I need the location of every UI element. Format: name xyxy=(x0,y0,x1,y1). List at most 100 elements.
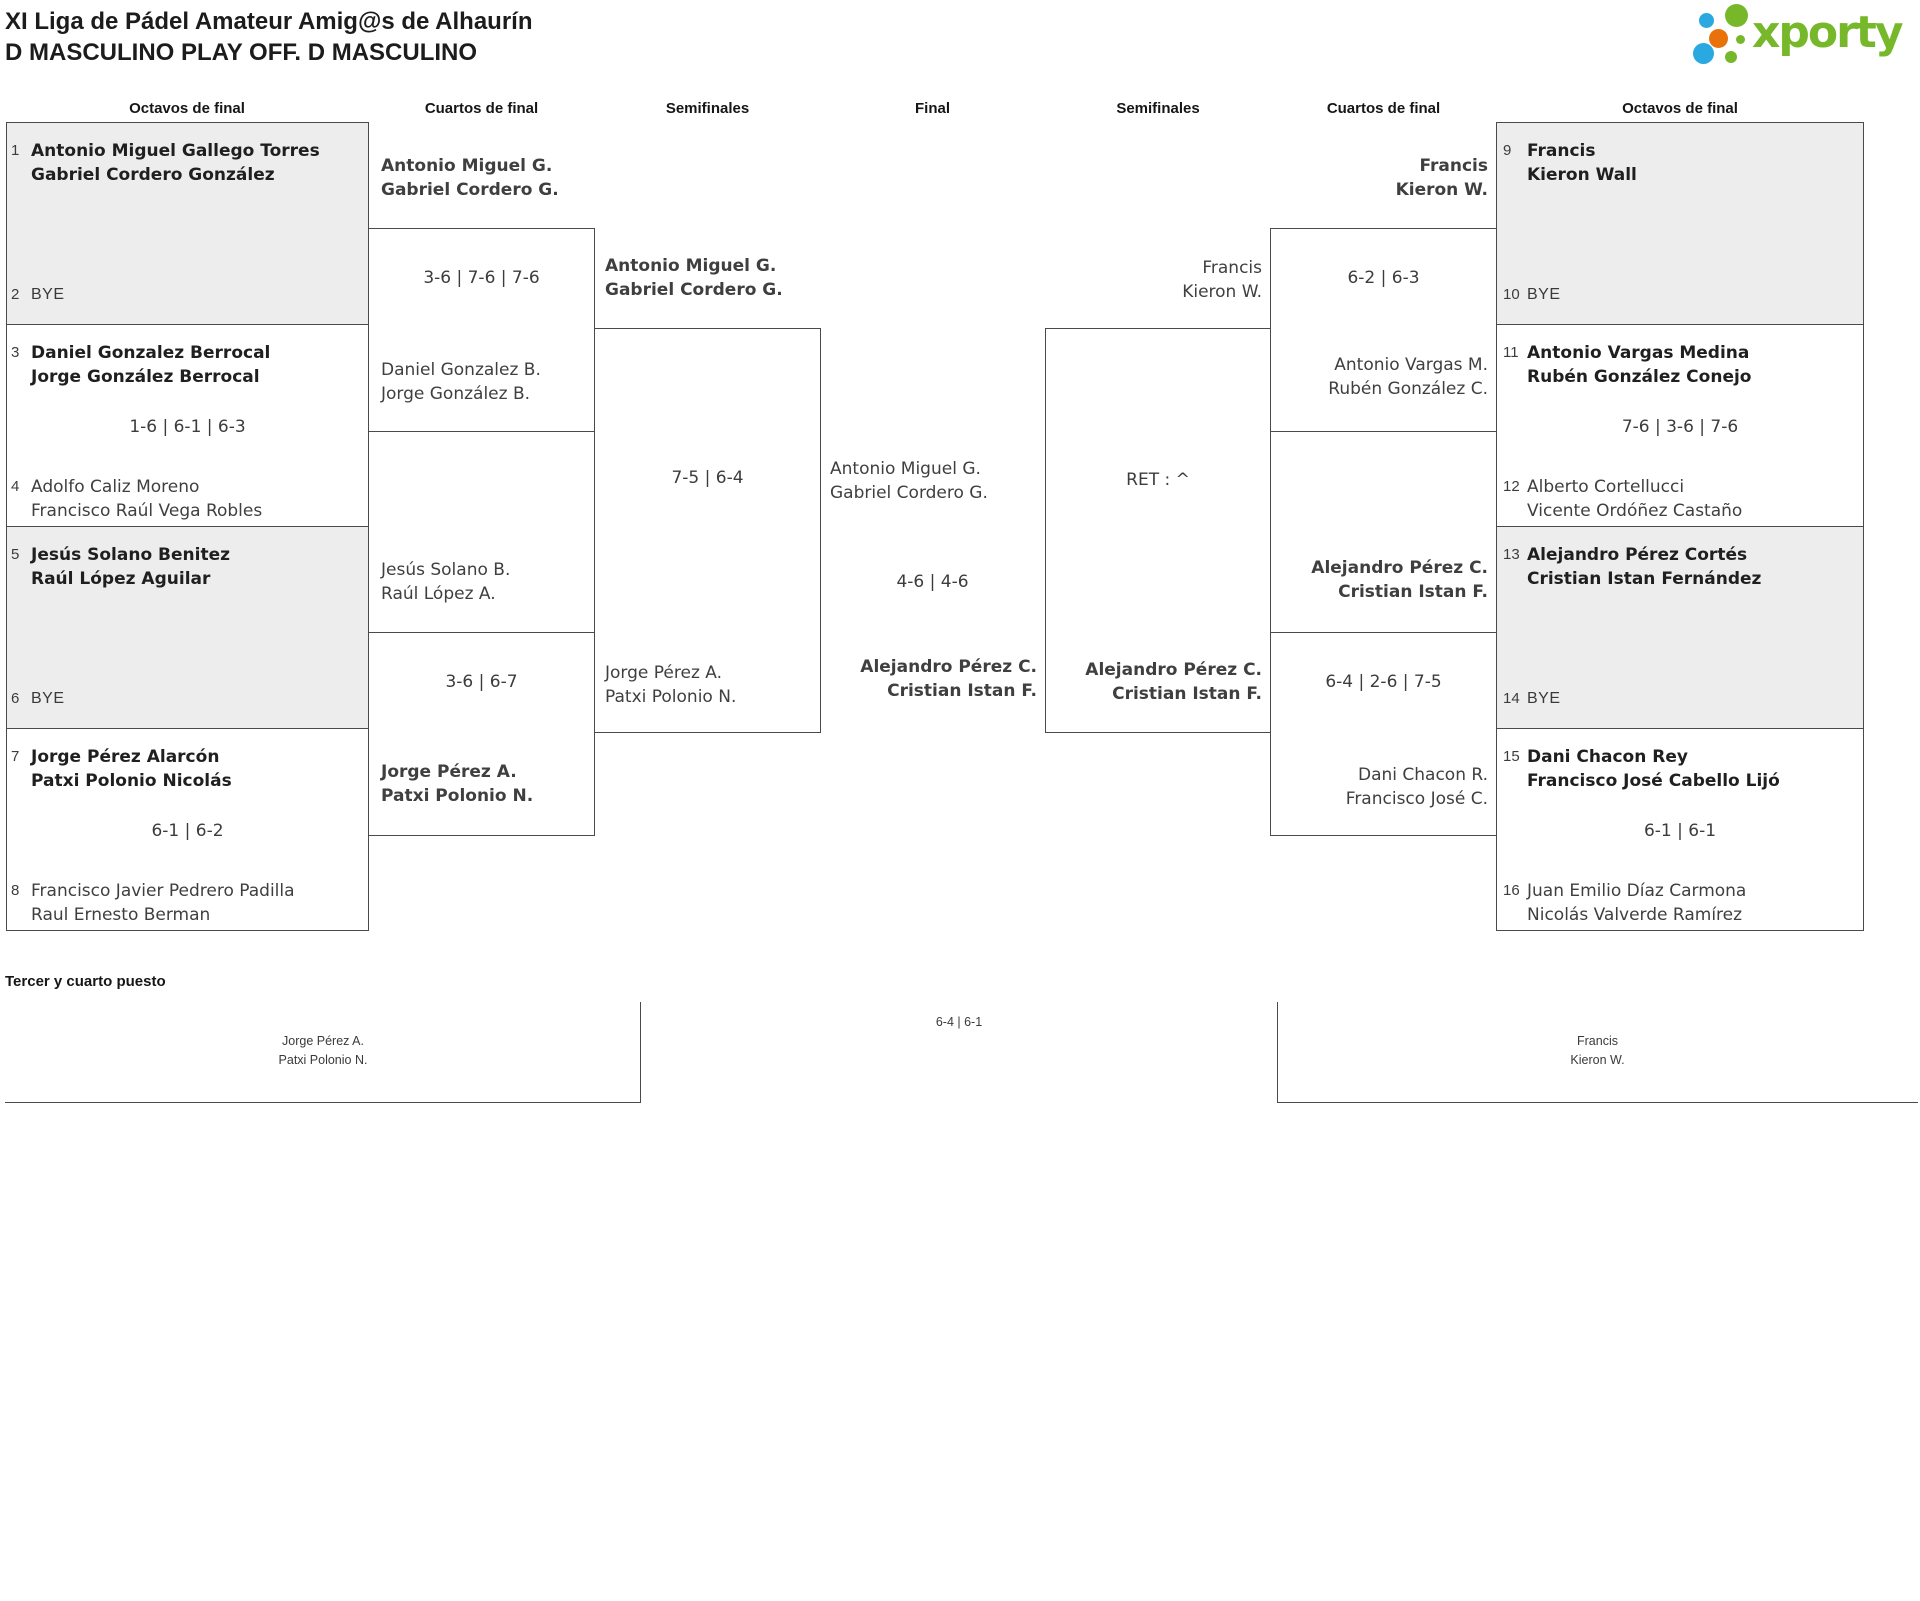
xporty-logo[interactable]: xporty xyxy=(1690,2,1920,74)
bracket-entry-seed4: 4 Adolfo Caliz Moreno Francisco Raúl Veg… xyxy=(11,475,262,523)
team-name: Antonio Vargas Medina Rubén González Con… xyxy=(1527,343,1752,387)
team-name: Jorge Pérez A. Patxi Polonio N. xyxy=(381,762,534,806)
match-score: 1-6 | 6-1 | 6-3 xyxy=(129,417,246,437)
team-name: Antonio Miguel G. Gabriel Cordero G. xyxy=(605,256,783,300)
logo-dot-orange-icon xyxy=(1709,29,1728,48)
logo-dot-green-large-icon xyxy=(1725,4,1748,27)
team-name: Alejandro Pérez C. Cristian Istan F. xyxy=(1085,660,1262,704)
team-name: Adolfo Caliz Moreno Francisco Raúl Vega … xyxy=(31,477,263,521)
match-box-octavos-l3: 5 Jesús Solano Benitez Raúl López Aguila… xyxy=(6,526,369,729)
seed-number: 6 xyxy=(11,690,20,707)
logo-dot-blue-large-icon xyxy=(1693,43,1714,64)
team-name: Jesús Solano B. Raúl López A. xyxy=(381,560,511,604)
seed-number: 7 xyxy=(11,748,20,765)
seed-number: 15 xyxy=(1503,748,1520,765)
team-name: BYE xyxy=(31,286,65,303)
team-name: Dani Chacon Rey Francisco José Cabello L… xyxy=(1527,747,1780,791)
round-header-semis-right: Semifinales xyxy=(1116,100,1200,117)
match-box-octavos-r3: 13 Alejandro Pérez Cortés Cristian Istan… xyxy=(1496,526,1864,729)
team-name: BYE xyxy=(1527,286,1561,303)
seed-number: 9 xyxy=(1503,142,1512,159)
team-name: Antonio Miguel G. Gabriel Cordero G. xyxy=(830,459,988,503)
team-name: Francis Kieron W. xyxy=(1570,1034,1625,1067)
team-name: Francisco Javier Pedrero Padilla Raul Er… xyxy=(31,881,295,925)
match-box-semifinal-left xyxy=(594,328,821,733)
team-name: BYE xyxy=(1527,690,1561,707)
bracket-entry-seed7: 7 Jorge Pérez Alarcón Patxi Polonio Nico… xyxy=(11,745,232,793)
team-name: Alejandro Pérez C. Cristian Istan F. xyxy=(1311,558,1488,602)
match-score: 6-4 | 6-1 xyxy=(935,1015,983,1029)
third-place-left-bracket-line xyxy=(5,1002,641,1103)
page-title: XI Liga de Pádel Amateur Amig@s de Alhau… xyxy=(5,6,533,68)
round-header-cuartos-right: Cuartos de final xyxy=(1326,100,1441,117)
round-header-final: Final xyxy=(914,100,950,117)
team-name: Juan Emilio Díaz Carmona Nicolás Valverd… xyxy=(1527,881,1747,925)
match-box-cuartos-l1 xyxy=(368,228,595,432)
team-name: Alberto Cortellucci Vicente Ordóñez Cast… xyxy=(1527,477,1743,521)
team-name: Alejandro Pérez Cortés Cristian Istan Fe… xyxy=(1527,545,1762,589)
match-box-cuartos-r2 xyxy=(1270,632,1497,836)
seed-number: 10 xyxy=(1503,286,1520,303)
match-box-octavos-l1: 1 Antonio Miguel Gallego Torres Gabriel … xyxy=(6,122,369,325)
bracket-entry-seed6: 6 BYE xyxy=(11,687,65,711)
team-name: Jorge Pérez A. Patxi Polonio N. xyxy=(605,663,737,707)
match-score: 6-2 | 6-3 xyxy=(1347,268,1420,288)
bracket-entry-seed3: 3 Daniel Gonzalez Berrocal Jorge Gonzále… xyxy=(11,341,270,389)
logo-dot-green-tiny-icon xyxy=(1736,35,1745,44)
bracket-entry-seed5: 5 Jesús Solano Benitez Raúl López Aguila… xyxy=(11,543,230,591)
seed-number: 12 xyxy=(1503,478,1520,495)
round-header-octavos-left: Octavos de final xyxy=(129,100,245,117)
team-name: Dani Chacon R. Francisco José C. xyxy=(1345,765,1488,809)
team-name: Alejandro Pérez C. Cristian Istan F. xyxy=(860,657,1037,701)
match-box-semifinal-right xyxy=(1045,328,1271,733)
team-name: Daniel Gonzalez Berrocal Jorge González … xyxy=(31,343,271,387)
bracket-entry-seed14: 14 BYE xyxy=(1503,687,1561,711)
team-name: Jorge Pérez A. Patxi Polonio N. xyxy=(278,1034,368,1067)
bracket-entry-seed10: 10 BYE xyxy=(1503,283,1561,307)
bracket-entry-seed11: 11 Antonio Vargas Medina Rubén González … xyxy=(1503,341,1751,389)
bracket-entry-seed2: 2 BYE xyxy=(11,283,65,307)
logo-dot-blue-small-icon xyxy=(1699,13,1714,28)
match-score-final: 4-6 | 4-6 xyxy=(896,572,969,592)
logo-wordmark: xporty xyxy=(1752,7,1904,58)
bracket-entry-seed9: 9 Francis Kieron Wall xyxy=(1503,139,1637,187)
round-header-cuartos-left: Cuartos de final xyxy=(424,100,539,117)
team-name: Antonio Miguel Gallego Torres Gabriel Co… xyxy=(31,141,320,185)
seed-number: 2 xyxy=(11,286,20,303)
page-title-line2: D MASCULINO PLAY OFF. D MASCULINO xyxy=(5,39,478,66)
seed-number: 1 xyxy=(11,142,20,159)
team-name: Jorge Pérez Alarcón Patxi Polonio Nicolá… xyxy=(31,747,232,791)
seed-number: 8 xyxy=(11,882,20,899)
seed-number: 13 xyxy=(1503,546,1520,563)
match-box-octavos-r1: 9 Francis Kieron Wall 10 BYE xyxy=(1496,122,1864,325)
match-score: 3-6 | 7-6 | 7-6 xyxy=(423,268,540,288)
match-box-octavos-l4: 7 Jorge Pérez Alarcón Patxi Polonio Nico… xyxy=(6,728,369,931)
match-score: 6-4 | 2-6 | 7-5 xyxy=(1325,672,1442,692)
bracket-entry-seed13: 13 Alejandro Pérez Cortés Cristian Istan… xyxy=(1503,543,1761,591)
seed-number: 16 xyxy=(1503,882,1520,899)
team-name: Francis Kieron W. xyxy=(1395,156,1488,200)
seed-number: 5 xyxy=(11,546,20,563)
match-score: RET : ^ xyxy=(1126,470,1190,490)
bracket-entry-seed8: 8 Francisco Javier Pedrero Padilla Raul … xyxy=(11,879,295,927)
match-score: 6-1 | 6-2 xyxy=(151,821,224,841)
bracket-entry-seed15: 15 Dani Chacon Rey Francisco José Cabell… xyxy=(1503,745,1780,793)
logo-dot-green-small-icon xyxy=(1725,51,1737,63)
team-name: Jesús Solano Benitez Raúl López Aguilar xyxy=(31,545,231,589)
seed-number: 14 xyxy=(1503,690,1520,707)
seed-number: 3 xyxy=(11,344,20,361)
team-name: Francis Kieron W. xyxy=(1182,258,1262,302)
third-place-right-bracket-line xyxy=(1277,1002,1918,1103)
match-box-cuartos-l2 xyxy=(368,632,595,836)
team-name: Antonio Miguel G. Gabriel Cordero G. xyxy=(381,156,559,200)
team-name: BYE xyxy=(31,690,65,707)
seed-number: 4 xyxy=(11,478,20,495)
third-place-title: Tercer y cuarto puesto xyxy=(5,973,166,990)
match-score: 7-5 | 6-4 xyxy=(671,468,744,488)
team-name: Daniel Gonzalez B. Jorge González B. xyxy=(381,360,541,404)
team-name: Francis Kieron Wall xyxy=(1527,141,1637,185)
team-name: Antonio Vargas M. Rubén González C. xyxy=(1328,355,1488,399)
bracket-entry-seed12: 12 Alberto Cortellucci Vicente Ordóñez C… xyxy=(1503,475,1742,523)
match-score: 3-6 | 6-7 xyxy=(445,672,518,692)
